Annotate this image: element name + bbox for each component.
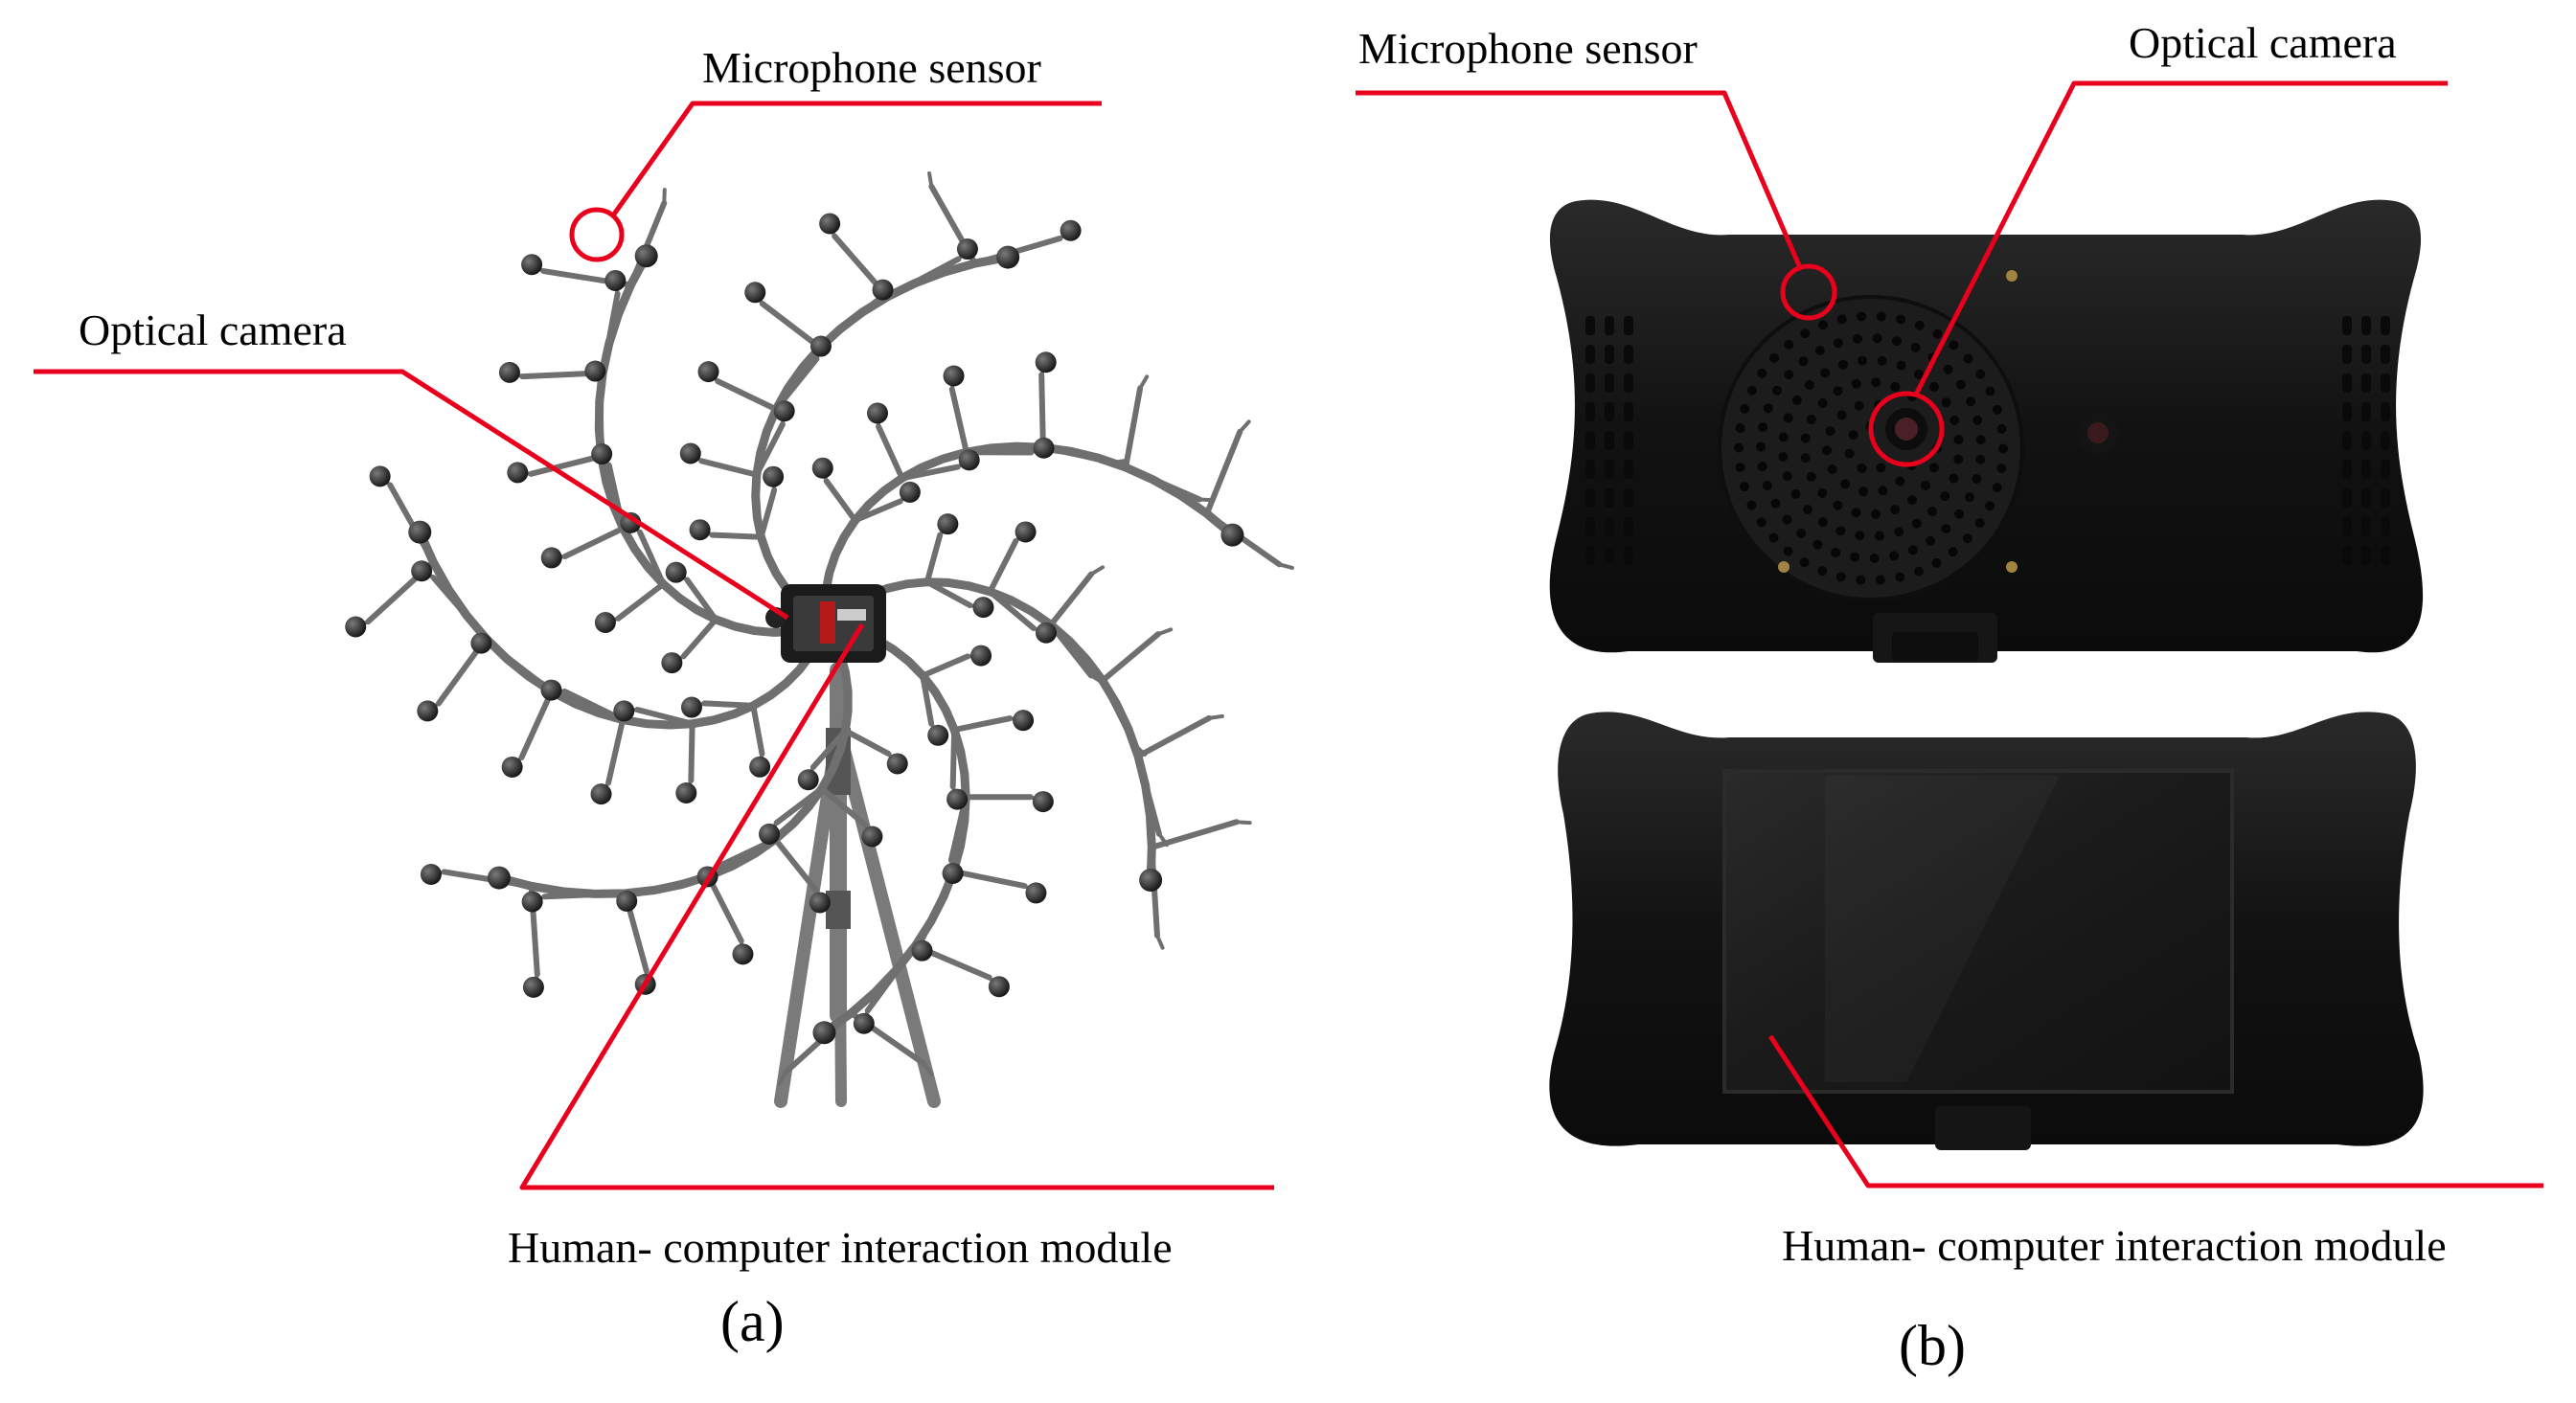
mic-highlight-a xyxy=(569,207,625,262)
panel-b-caption: (b) xyxy=(1899,1314,1966,1377)
hci-label-b: Human- computer interaction module xyxy=(1782,1221,2447,1270)
hci-leader-a xyxy=(519,622,1274,1190)
microphone-sensors xyxy=(345,213,1244,1045)
camera-leader-b xyxy=(1913,80,2448,396)
camera-label-a: Optical camera xyxy=(79,305,347,354)
mic-highlight-b xyxy=(1780,263,1837,321)
panel-a-caption: (a) xyxy=(720,1290,785,1353)
microphone-label-b: Microphone sensor xyxy=(1358,24,1698,73)
mic-leader-a xyxy=(610,101,1102,217)
microphone-label-a: Microphone sensor xyxy=(702,43,1041,92)
camera-highlight-b xyxy=(1868,391,1945,467)
device-front-illustration xyxy=(1549,712,2424,1150)
mic-leader-b xyxy=(1356,90,1804,271)
device-back-illustration xyxy=(1549,199,2424,663)
microphone-array-illustration xyxy=(345,170,1294,1108)
camera-leader-a xyxy=(34,369,789,621)
hci-leader-b xyxy=(1767,1034,2543,1188)
hci-label-a: Human- computer interaction module xyxy=(508,1223,1173,1272)
center-hub xyxy=(765,584,886,663)
annotations xyxy=(34,80,2543,1190)
camera-label-b: Optical camera xyxy=(2129,18,2397,67)
